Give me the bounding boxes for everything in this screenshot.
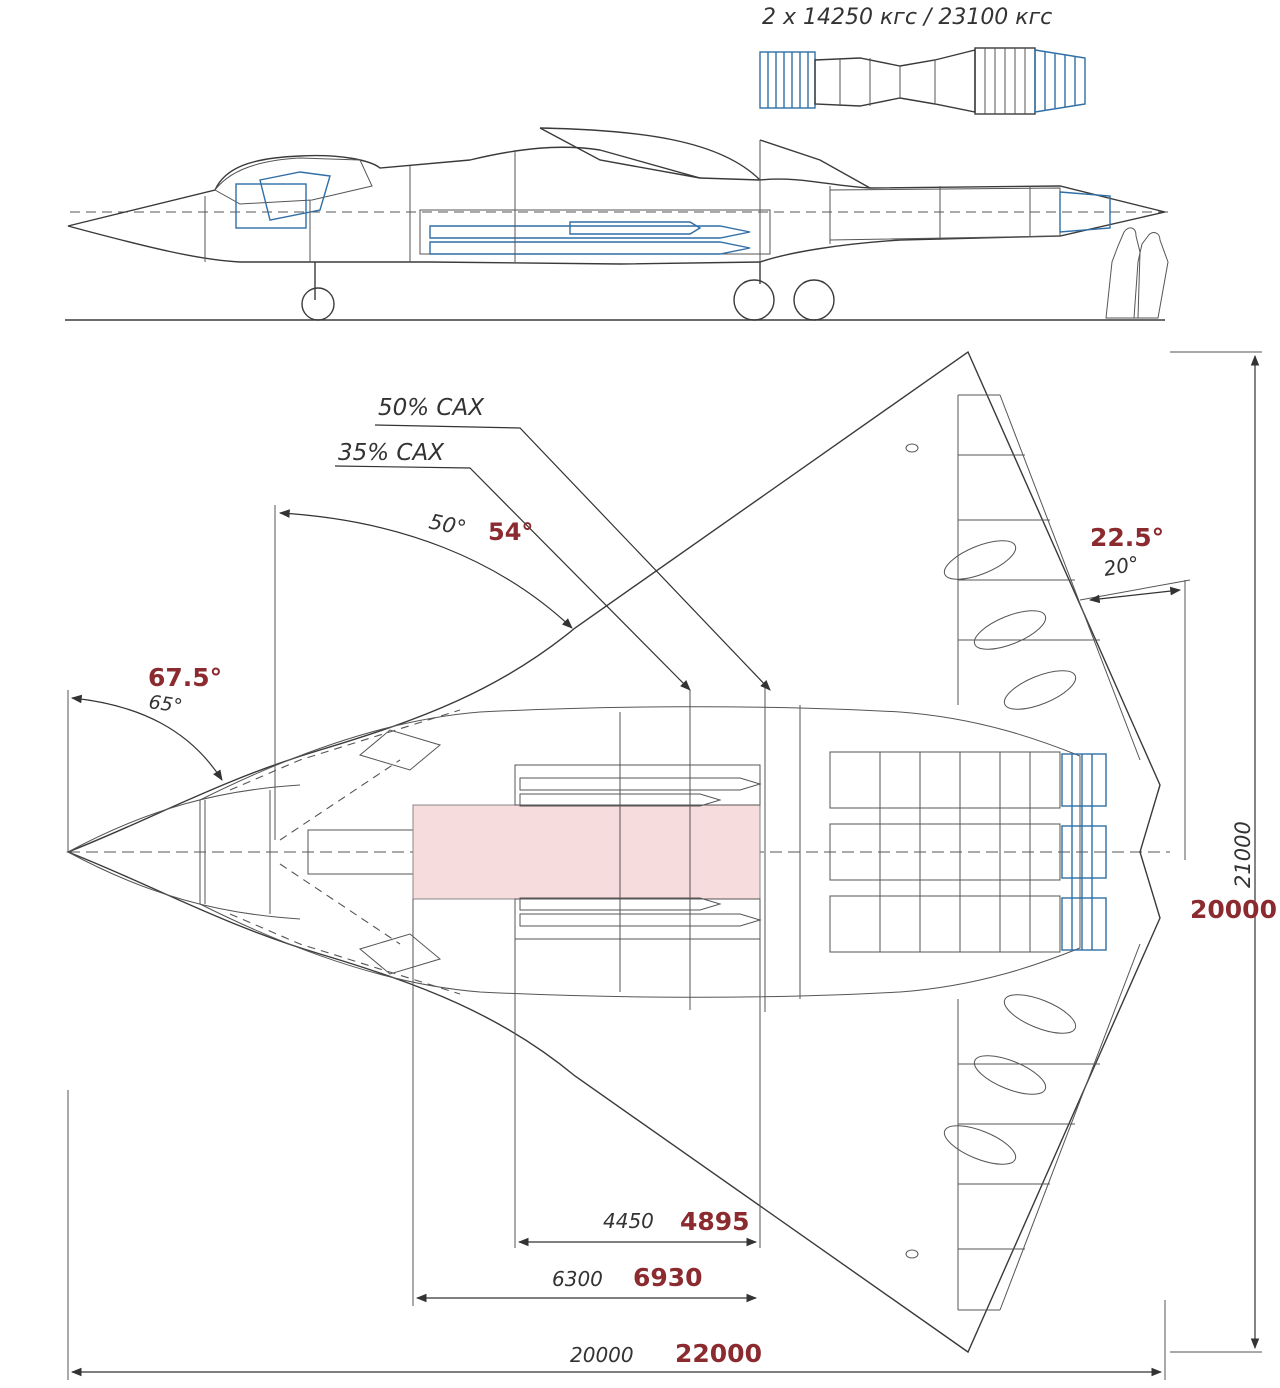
- wing-angle-old: 50°: [427, 509, 468, 540]
- cockpit-seat: [235, 183, 307, 229]
- engine-drawing: [759, 47, 1086, 115]
- length-new-label: 22000: [675, 1339, 762, 1368]
- wing-sweep-arc: [278, 509, 573, 629]
- nose-angle-old: 65°: [147, 691, 183, 717]
- trailing-angle-old: 20°: [1102, 551, 1141, 581]
- engine-thrust-label: 2 x 14250 кгс / 23100 кгс: [762, 5, 1052, 30]
- bay-new-label: 4895: [680, 1207, 750, 1236]
- nose-angle-new: 67.5°: [148, 663, 222, 692]
- dimension-lines: [67, 351, 1262, 1380]
- length-old-label: 20000: [570, 1343, 634, 1367]
- trailing-edge-arc: [1088, 586, 1182, 604]
- wing-angle-new: 54°: [488, 518, 533, 546]
- mac50-leader: [374, 424, 771, 691]
- human-figure-2: [1133, 232, 1169, 319]
- human-figure-1: [1105, 227, 1141, 319]
- mac35-label: 35% САХ: [338, 440, 445, 466]
- side-view: [65, 127, 1170, 321]
- bay2-old-label: 6300: [552, 1267, 603, 1291]
- bay-old-label: 4450: [603, 1209, 654, 1233]
- nose-sweep-arc: [70, 694, 223, 781]
- mac50-label: 50% САХ: [378, 395, 485, 421]
- span-new-label: 20000: [1190, 895, 1277, 924]
- plan-view: [66, 350, 1170, 1354]
- central-bay-fill: [412, 804, 761, 900]
- bay2-new-label: 6930: [633, 1263, 703, 1292]
- mac35-leader: [334, 465, 691, 691]
- trailing-angle-new: 22.5°: [1090, 523, 1164, 552]
- span-old-label: 21000: [1231, 821, 1255, 888]
